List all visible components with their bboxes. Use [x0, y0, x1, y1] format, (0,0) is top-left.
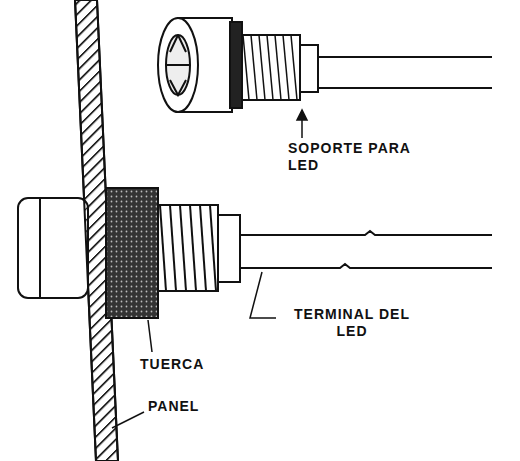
arrow-head: [297, 110, 307, 120]
thread-lines: [243, 35, 297, 100]
mounted-holder: [18, 0, 492, 461]
thread-line: [180, 205, 186, 291]
thread-line: [251, 35, 257, 100]
bezel: [18, 198, 88, 298]
thread-line: [275, 35, 281, 100]
lens: [166, 35, 190, 95]
led-lead: [318, 56, 492, 58]
bezel-face: [158, 18, 198, 112]
thread-line: [243, 35, 249, 100]
thread-line: [170, 205, 176, 291]
collar: [218, 215, 240, 282]
led-lead: [318, 87, 492, 89]
part-label: TERMINAL DEL LED: [282, 306, 422, 340]
nut: [106, 188, 158, 318]
collar: [300, 45, 318, 92]
thread: [242, 35, 300, 100]
leader-line: [112, 412, 144, 428]
part-label: PANEL: [148, 398, 199, 415]
thread-line: [259, 35, 265, 100]
thread-line: [200, 205, 206, 291]
leader-line: [250, 272, 276, 318]
part-label: TUERCA: [140, 356, 204, 373]
thread-line: [210, 205, 216, 291]
bezel-edge: [39, 198, 41, 298]
thread-line: [267, 35, 273, 100]
leaders: [112, 110, 307, 428]
thread: [158, 205, 218, 291]
thread-lines: [160, 205, 216, 291]
leader-line: [148, 320, 152, 352]
thread-line: [283, 35, 289, 100]
line-art: [18, 0, 492, 461]
led-lead: [240, 231, 492, 235]
led-holder: [158, 18, 492, 112]
led-lead: [240, 264, 492, 268]
part-label: SOPORTE PARA LED: [288, 140, 418, 174]
flange: [230, 22, 242, 108]
lens-facets: [166, 35, 190, 95]
thread-line: [190, 205, 196, 291]
thread-line: [160, 205, 166, 291]
thread-line: [291, 35, 297, 100]
